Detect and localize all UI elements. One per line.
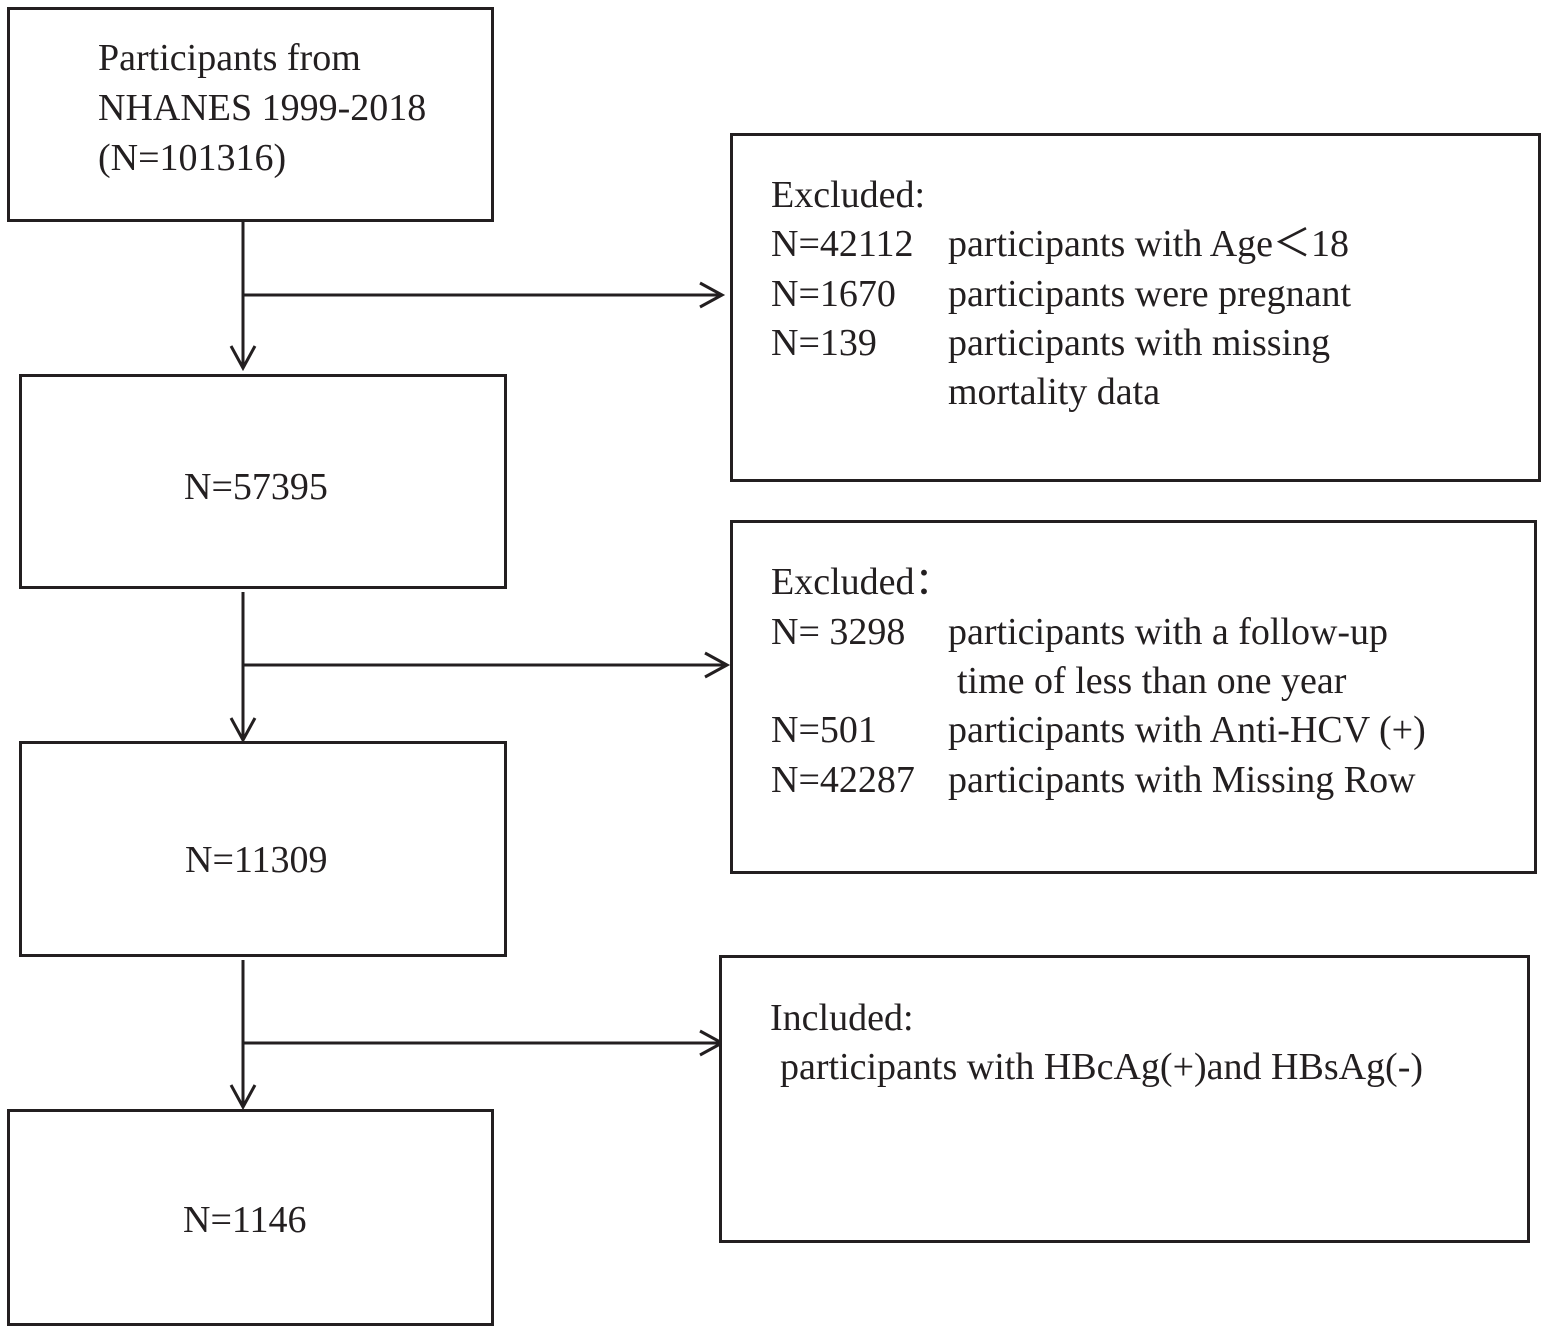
exclusion1-desc-2: participants were pregnant (948, 273, 1352, 315)
exclusion1-desc-3: participants with missing (948, 322, 1331, 364)
exclusion2-n-2: N=501 (771, 709, 877, 751)
step2-count: N=57395 (184, 466, 328, 508)
step3-count: N=11309 (185, 839, 328, 881)
arrowhead-down-2 (229, 717, 257, 744)
inclusion-heading: Included: (770, 997, 914, 1039)
exclusion2-n-1: N= 3298 (771, 611, 906, 653)
source-line-2: NHANES 1999-2018 (98, 87, 427, 129)
exclusion1-n-2: N=1670 (771, 273, 896, 315)
inclusion-box: Included: participants with HBcAg(+)and … (719, 955, 1530, 1243)
arrowhead-down-1 (229, 345, 257, 372)
arrowhead-right-1 (699, 281, 726, 309)
exclusion2-desc-3: participants with Missing Row (948, 759, 1416, 801)
exclusion2-desc-1-cont: time of less than one year (957, 660, 1347, 702)
final-count: N=1146 (183, 1199, 307, 1241)
final-count-box: N=1146 (7, 1109, 494, 1326)
exclusion2-desc-1: participants with a follow-up (948, 611, 1389, 653)
exclusion1-desc-3-cont: mortality data (948, 371, 1161, 413)
exclusion2-heading: Excluded： (771, 561, 953, 603)
exclusion-box-2: Excluded： N= 3298 participants with a fo… (730, 520, 1537, 874)
arrowhead-right-2 (704, 651, 731, 679)
exclusion-box-1: Excluded: N=42112 participants with Age＜… (730, 133, 1541, 482)
exclusion2-desc-2: participants with Anti-HCV (+) (948, 709, 1426, 751)
source-population-box: Participants from NHANES 1999-2018 (N=10… (7, 7, 494, 222)
step2-count-box: N=57395 (19, 374, 507, 589)
source-line-3: (N=101316) (98, 137, 287, 179)
exclusion1-n-3: N=139 (771, 322, 877, 364)
exclusion2-n-3: N=42287 (771, 759, 915, 801)
arrowhead-down-3 (229, 1084, 257, 1111)
step3-count-box: N=11309 (19, 741, 507, 957)
exclusion1-desc-1: participants with Age＜18 (948, 223, 1350, 265)
inclusion-desc: participants with HBcAg(+)and HBsAg(-) (780, 1046, 1424, 1088)
source-line-1: Participants from (98, 37, 361, 79)
exclusion1-heading: Excluded: (771, 174, 926, 216)
exclusion1-n-1: N=42112 (771, 223, 914, 265)
